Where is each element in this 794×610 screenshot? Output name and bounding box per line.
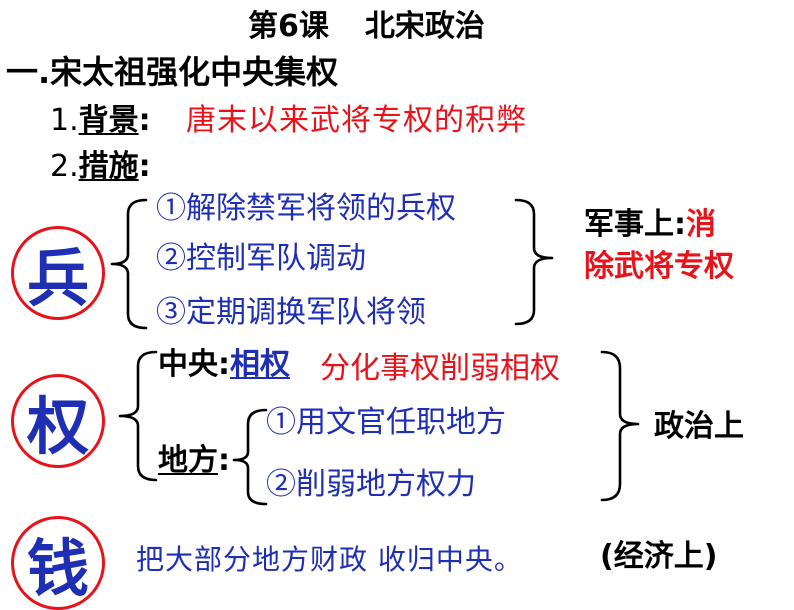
- military-result-line2: 除武将专权: [584, 249, 734, 284]
- politics-result: 政治上: [654, 409, 744, 444]
- local-left-brace: [232, 408, 268, 506]
- qian-char: 钱: [26, 532, 89, 605]
- central-text: 分化事权削弱相权: [320, 351, 560, 386]
- qian-note: (经济上): [600, 539, 718, 574]
- local-item-1: ①用文官任职地方: [266, 405, 506, 440]
- lesson-topic: 北宋政治: [364, 9, 485, 44]
- bing-item-1: ①解除禁军将领的兵权: [156, 191, 456, 226]
- background-text: 唐末以来武将专权的积弊: [186, 103, 527, 138]
- background-label: 背景: [78, 103, 139, 138]
- bing-right-brace: [514, 198, 554, 326]
- quan-left-brace: [118, 350, 158, 482]
- measures-number: 2.: [50, 149, 79, 184]
- central-key: 相权: [230, 347, 290, 382]
- military-result-red: 消: [686, 207, 716, 242]
- bracket-lines: [110, 198, 640, 506]
- qian-circle: 钱: [11, 516, 105, 610]
- measures-line: 2.措施:: [50, 152, 151, 182]
- central-line: 中央:相权: [158, 350, 290, 380]
- bing-item-2: ②控制军队调动: [156, 241, 366, 276]
- military-label: 军事上:: [584, 207, 686, 242]
- lesson-title: 第6课北宋政治: [248, 12, 485, 42]
- central-label: 中央:: [158, 347, 230, 382]
- quan-circle: 权: [11, 374, 105, 468]
- qian-text: 把大部分地方财政 收归中央。: [136, 543, 523, 576]
- background-line: 1.背景:: [50, 106, 151, 136]
- bing-left-brace: [110, 198, 148, 330]
- bing-item-3: ③定期调换军队将领: [156, 295, 426, 330]
- quan-char: 权: [26, 390, 89, 463]
- measures-colon: :: [138, 149, 151, 184]
- local-item-2: ②削弱地方权力: [266, 467, 476, 502]
- section-heading: 一.宋太祖强化中央集权: [6, 53, 339, 91]
- background-number: 1.: [50, 103, 79, 138]
- measures-label: 措施: [78, 149, 139, 184]
- bing-char: 兵: [26, 242, 89, 315]
- lesson-number: 第6课: [248, 9, 329, 44]
- background-colon: :: [138, 103, 151, 138]
- local-label: 地方: [158, 443, 218, 478]
- bing-circle: 兵: [11, 226, 105, 320]
- local-colon: :: [218, 443, 230, 478]
- politics-right-brace: [600, 350, 640, 502]
- local-line: 地方:: [158, 446, 230, 476]
- military-result-line1: 军事上:消: [584, 210, 716, 240]
